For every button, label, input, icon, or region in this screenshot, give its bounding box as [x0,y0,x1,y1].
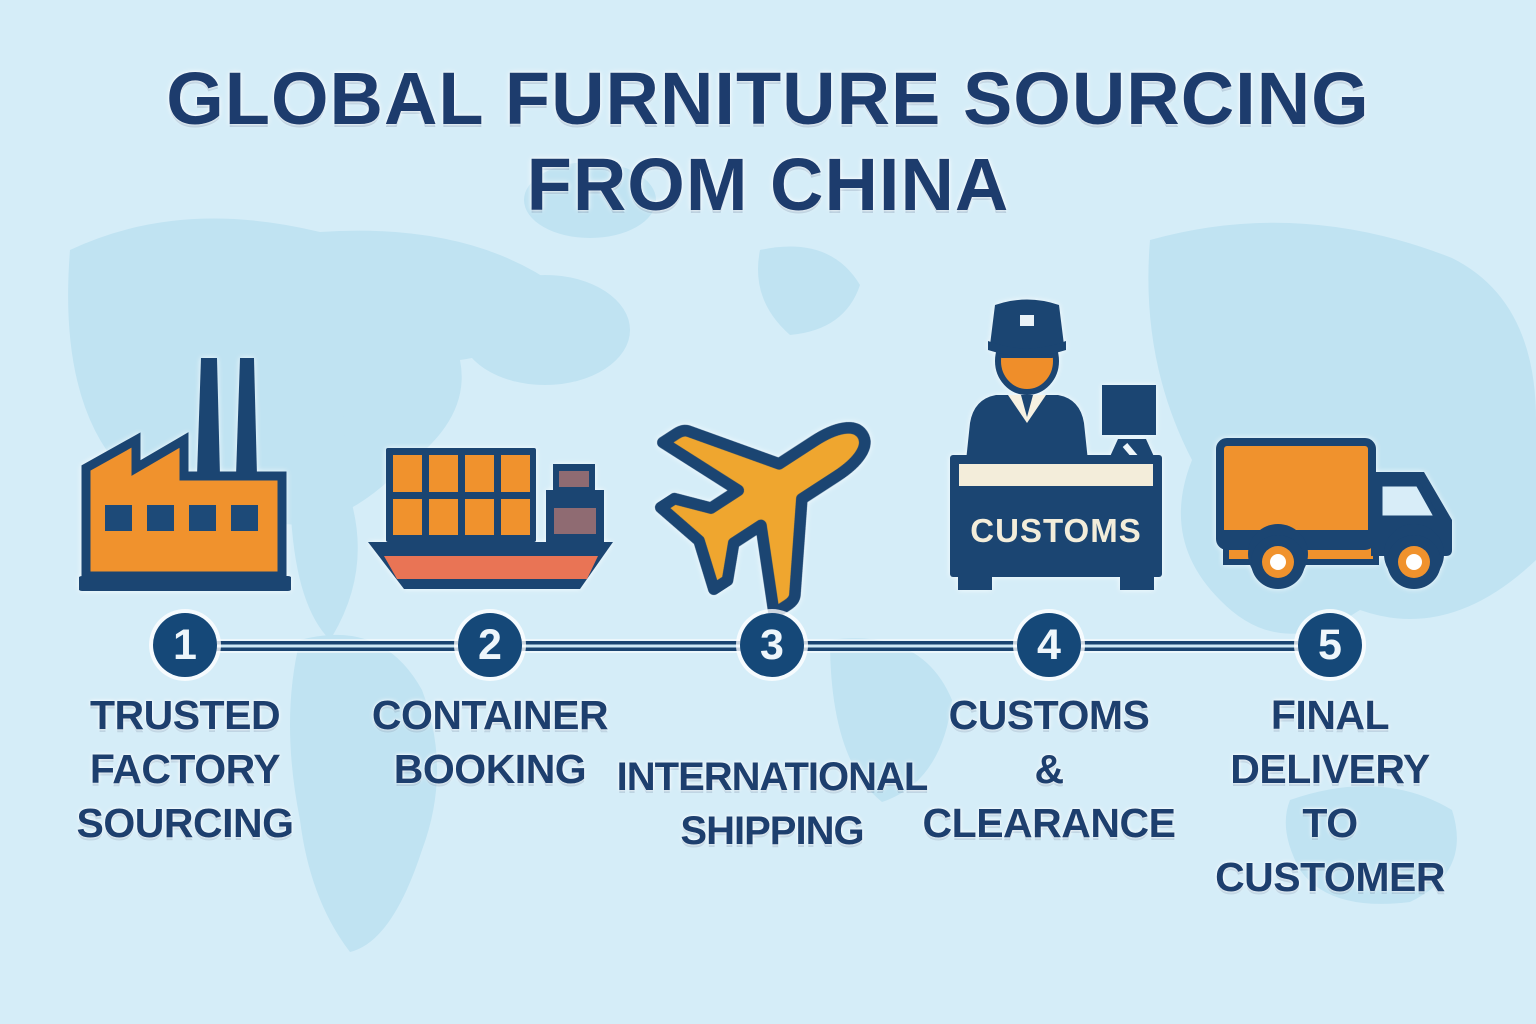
label-line: INTERNATIONAL [616,755,929,799]
label-line: DELIVERY [1230,746,1430,792]
label-line: SOURCING [76,800,294,846]
step-number: 1 [173,620,197,669]
step-label-2: CONTAINER BOOKING [325,688,655,796]
step-number-badge-1: 1 [153,613,217,677]
step-number: 4 [1037,620,1061,669]
label-line: CUSTOMS [948,692,1150,738]
page-title-line-2: FROM CHINA [526,143,1010,226]
customs-desk-label: CUSTOMS [970,512,1141,549]
airplane-icon [654,422,871,620]
cargo-ship-icon [368,448,613,589]
label-line: FACTORY [89,746,281,792]
label-line: CONTAINER [371,692,609,738]
delivery-truck-icon [1216,438,1452,589]
step-number: 3 [760,620,784,669]
step-number-badge-4: 4 [1017,613,1081,677]
label-line: & [1034,746,1064,792]
label-line: CLEARANCE [922,800,1176,846]
label-line: SHIPPING [680,809,864,853]
step-number-badge-5: 5 [1298,613,1362,677]
step-number: 2 [478,620,502,669]
step-number: 5 [1318,620,1342,669]
label-line: CUSTOMER [1215,854,1445,900]
step-label-3: INTERNATIONAL SHIPPING [607,750,937,858]
step-number-badge-3: 3 [740,613,804,677]
factory-icon [79,358,291,591]
customs-officer-desk-icon: CUSTOMS [950,299,1162,590]
step-label-1: TRUSTED FACTORY SOURCING [20,688,350,850]
page-title-line-1: GLOBAL FURNITURE SOURCING [166,57,1370,140]
label-line: BOOKING [393,746,587,792]
label-line: TRUSTED [89,692,281,738]
label-line: FINAL [1270,692,1390,738]
label-line: TO [1302,800,1358,846]
step-number-badge-2: 2 [458,613,522,677]
step-label-4: CUSTOMS & CLEARANCE [884,688,1214,850]
page-title: GLOBAL FURNITURE SOURCING FROM CHINA [0,56,1536,228]
step-label-5: FINAL DELIVERY TO CUSTOMER [1165,688,1495,904]
